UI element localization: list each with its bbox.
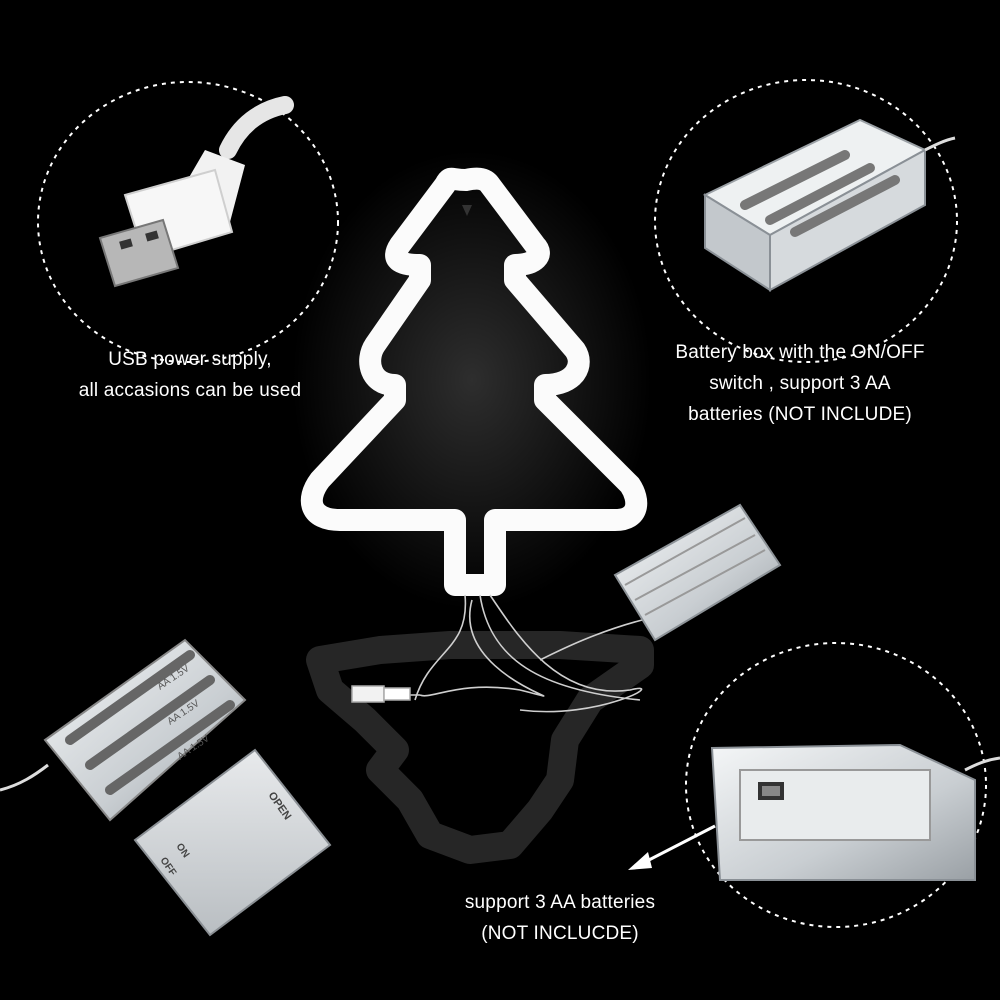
open-battery-case xyxy=(0,638,247,822)
switch-callout-ring xyxy=(685,642,987,928)
usb-callout-ring xyxy=(37,81,339,363)
battery-box-caption-line-1: Battery box with the ON/OFF xyxy=(675,342,925,363)
usb-caption: USB power supply, all accasions can be u… xyxy=(40,344,340,406)
battery-box-closeup xyxy=(702,118,956,292)
battery-box-callout-ring xyxy=(654,79,958,363)
bottom-caption-line-2: (NOT INCLUCDE) xyxy=(481,923,639,944)
usb-plug-closeup xyxy=(98,96,294,288)
battery-box-caption-line-2: switch , support 3 AA xyxy=(709,373,891,394)
battery-box-caption: Battery box with the ON/OFF switch , sup… xyxy=(640,337,960,430)
tree-reflection xyxy=(306,631,654,864)
usb-caption-line-1: USB power supply, xyxy=(108,349,272,370)
bottom-caption: support 3 AA batteries (NOT INCLUCDE) xyxy=(400,887,720,949)
callout-arrow xyxy=(628,824,716,870)
usb-caption-line-2: all accasions can be used xyxy=(78,380,302,401)
battery-box-caption-line-3: batteries (NOT INCLUDE) xyxy=(688,404,912,425)
hanging-hook xyxy=(462,205,472,216)
switch-closeup xyxy=(710,743,1000,881)
usb-plug-small xyxy=(351,685,411,703)
neon-christmas-tree xyxy=(300,167,648,596)
bottom-caption-line-1: support 3 AA batteries xyxy=(464,892,656,913)
battery-cover xyxy=(133,748,332,937)
battery-box-small xyxy=(613,503,782,642)
